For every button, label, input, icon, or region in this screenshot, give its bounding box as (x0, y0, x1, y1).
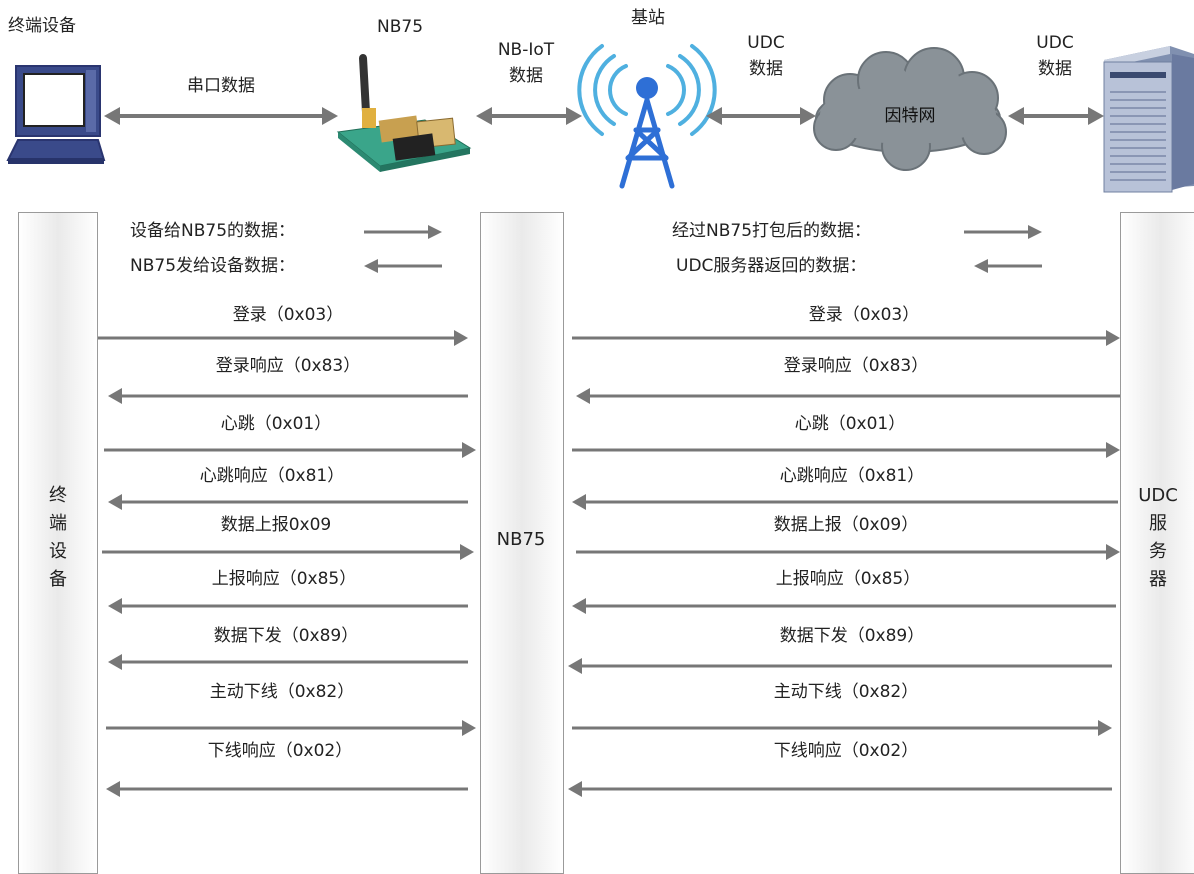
message-label-right: 登录（0x03） (808, 305, 920, 325)
message-label-left: 登录响应（0x83） (215, 356, 361, 376)
message-arrow-left (102, 544, 474, 560)
message-arrow-right (572, 494, 1118, 510)
message-arrow-left (104, 442, 476, 458)
message-arrow-right (572, 598, 1116, 614)
base-station-label: 基站 (631, 8, 665, 28)
udc-data-right-label-line2: 数据 (1038, 59, 1072, 79)
message-label-left: 数据下发（0x89） (213, 626, 359, 646)
terminal-device-column (18, 212, 98, 874)
nbiot-data-label-line2: 数据 (509, 66, 543, 86)
message-arrow-left (108, 388, 468, 404)
message-label-right: 心跳（0x01） (794, 414, 906, 434)
message-arrow-right (568, 781, 1112, 797)
message-label-right: 数据上报（0x09） (773, 515, 919, 535)
message-label-right: 主动下线（0x82） (773, 682, 919, 702)
nb75-column-label: NB75 (496, 529, 546, 550)
message-label-right: 心跳响应（0x81） (779, 466, 925, 486)
message-arrow-right (572, 330, 1120, 346)
message-label-left: 主动下线（0x82） (209, 682, 355, 702)
serial-data-label: 串口数据 (187, 76, 255, 96)
message-arrow-left (108, 654, 468, 670)
message-label-right: 下线响应（0x02） (773, 741, 919, 761)
legend-right-back-label: UDC服务器返回的数据： (676, 256, 867, 276)
terminal-device-column-label: 终 端 设 备 (49, 485, 67, 590)
message-label-left: 上报响应（0x85） (211, 569, 357, 589)
udc-data-right-label-line1: UDC (1036, 33, 1074, 53)
nb75-module-label: NB75 (376, 17, 424, 37)
nbiot-data-label-line1: NB-IoT (497, 40, 555, 60)
message-label-left: 下线响应（0x02） (207, 741, 353, 761)
message-label-left: 登录（0x03） (232, 305, 344, 325)
message-arrow-left (106, 781, 468, 797)
message-arrow-right (572, 442, 1120, 458)
message-arrow-left (106, 720, 476, 736)
legend-left-forward-label: 设备给NB75的数据： (130, 221, 296, 241)
legend-left-back-label: NB75发给设备数据： (130, 256, 296, 276)
message-label-right: 登录响应（0x83） (783, 356, 929, 376)
message-arrow-left (108, 494, 468, 510)
udc-server-column (1120, 212, 1194, 874)
message-label-left: 心跳（0x01） (220, 414, 332, 434)
legend-right-forward-label: 经过NB75打包后的数据： (672, 221, 872, 241)
message-label-left: 心跳响应（0x81） (199, 466, 345, 486)
message-arrow-right (572, 720, 1112, 736)
message-label-right: 数据下发（0x89） (779, 626, 925, 646)
message-arrow-right (576, 388, 1120, 404)
message-arrow-left (108, 598, 468, 614)
nb75-column (480, 212, 564, 874)
message-arrow-right (568, 658, 1112, 674)
udc-data-left-label-line1: UDC (747, 33, 785, 53)
message-arrow-left (98, 330, 468, 346)
internet-label: 因特网 (884, 106, 936, 126)
udc-server-column-label: UDC 服 务 器 (1138, 485, 1178, 590)
udc-data-left-label-line2: 数据 (749, 59, 783, 79)
terminal-device-label: 终端设备 (8, 16, 76, 36)
message-label-right: 上报响应（0x85） (775, 569, 921, 589)
message-arrow-right (576, 544, 1120, 560)
message-label-left: 数据上报0x09 (220, 515, 332, 535)
